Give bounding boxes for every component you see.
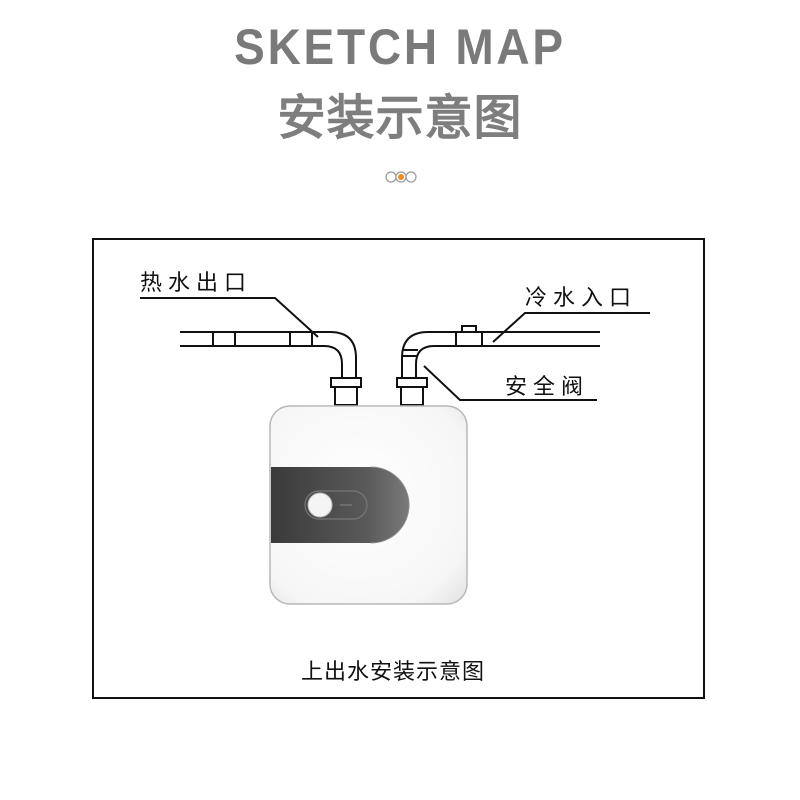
diagram-frame (92, 238, 705, 699)
cold-water-pipe (401, 331, 600, 378)
leader-hot-water-outlet (140, 297, 319, 338)
title-chinese: 安装示意图 (277, 90, 523, 146)
cold-water-fitting (396, 377, 428, 406)
valve-fitting (455, 325, 483, 347)
hot-water-fitting (330, 377, 362, 406)
label-safety-valve: 安全阀 (505, 375, 589, 400)
leader-safety-valve (423, 365, 597, 401)
hot-water-pipe (180, 331, 357, 378)
title-english: SKETCH MAP (234, 19, 566, 75)
three-circles-icon (385, 171, 417, 183)
label-hot-water-outlet: 热水出口 (140, 271, 252, 296)
diagram-caption: 上出水安装示意图 (301, 660, 485, 685)
water-heater (269, 405, 468, 605)
leader-cold-water-inlet (492, 312, 650, 343)
knob-icon (307, 492, 333, 518)
label-cold-water-inlet: 冷水入口 (525, 286, 637, 311)
